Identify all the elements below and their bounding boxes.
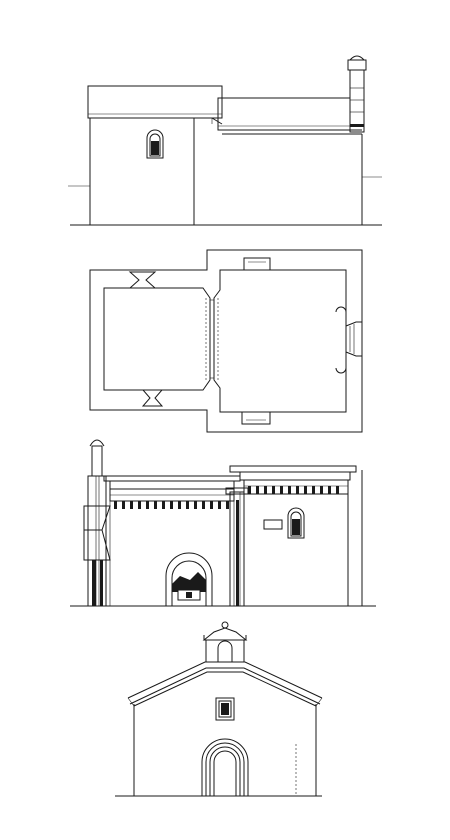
section-arched-opening <box>165 552 213 606</box>
rafter-end <box>194 501 197 509</box>
front-square-window <box>215 697 235 721</box>
rafter-end <box>210 501 213 509</box>
front-gable-roof <box>127 661 323 707</box>
rafter-end <box>304 486 307 494</box>
rafter-end <box>256 486 259 494</box>
rafter-end <box>170 501 173 509</box>
plan-window-bottom <box>241 411 271 425</box>
rafter-end <box>218 501 221 509</box>
section-rafters-left <box>114 501 229 509</box>
rafter-end <box>154 501 157 509</box>
rafter-end <box>280 486 283 494</box>
plan-pilaster-top <box>128 271 157 289</box>
front-arched-door <box>201 738 249 796</box>
rafter-end <box>186 501 189 509</box>
section-roof-left <box>103 475 241 502</box>
rafter-end <box>288 486 291 494</box>
rafter-end <box>114 501 117 509</box>
plan-outer-wall <box>89 249 363 433</box>
rafter-end <box>328 486 331 494</box>
rafter-end <box>312 486 315 494</box>
plan-right-room <box>213 269 347 413</box>
rafter-end <box>272 486 275 494</box>
tall-block-roof <box>87 85 223 119</box>
rafter-end <box>146 501 149 509</box>
plan-left-room <box>103 287 211 391</box>
rafter-end <box>296 486 299 494</box>
rafter-end <box>264 486 267 494</box>
tall-block-wall <box>89 117 195 226</box>
low-block-roof <box>217 97 351 131</box>
rafter-end <box>162 501 165 509</box>
section-arched-window <box>287 507 305 539</box>
side-elevation-view <box>68 55 382 226</box>
section-rafters-right <box>248 486 339 494</box>
rafter-end <box>202 501 205 509</box>
plan-pilaster-bottom <box>141 389 164 407</box>
floor-plan-view <box>89 249 363 433</box>
rafter-end <box>248 486 251 494</box>
section-view <box>70 439 376 607</box>
rafter-end <box>122 501 125 509</box>
rafter-end <box>336 486 339 494</box>
rafter-end <box>138 501 141 509</box>
arched-window <box>146 129 164 159</box>
rafter-end <box>178 501 181 509</box>
section-central-column <box>225 487 249 607</box>
rafter-end <box>320 486 323 494</box>
plan-doorway-right <box>345 321 363 357</box>
section-small-opening <box>263 519 283 530</box>
front-elevation-view <box>115 621 323 797</box>
rafter-end <box>130 501 133 509</box>
chimney <box>347 55 367 133</box>
rafter-end <box>226 501 229 509</box>
plan-window-top <box>243 257 271 271</box>
front-belfry <box>202 621 248 663</box>
